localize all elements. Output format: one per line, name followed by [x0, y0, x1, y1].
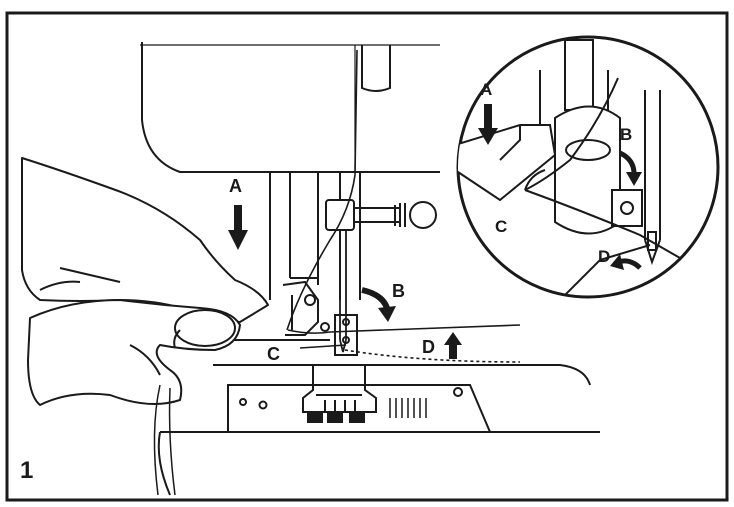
arrow-down-icon — [228, 205, 248, 250]
inset-curved-arrow-head — [626, 172, 642, 186]
inset-label-c: C — [495, 217, 507, 236]
presser-foot-icon — [302, 365, 377, 423]
inset-curved-arrow-d-head — [610, 254, 624, 270]
arrow-up-icon — [444, 332, 462, 359]
inset-label-a: A — [480, 80, 492, 99]
figure-number: 1 — [20, 457, 33, 484]
needle-plate — [157, 384, 600, 496]
inset-label-b: B — [620, 125, 632, 144]
inset-detail: A B C D — [456, 35, 720, 299]
needle-icon — [339, 230, 347, 353]
thread-tail — [153, 384, 176, 496]
inset-label-d: D — [598, 247, 610, 266]
label-a: A — [229, 176, 242, 196]
thread-path — [286, 49, 521, 363]
label-b: B — [392, 281, 405, 301]
hand-icon — [21, 157, 269, 406]
inset-arrow-down-icon — [478, 104, 498, 145]
curved-arrow-head — [378, 306, 396, 322]
label-c: C — [267, 344, 280, 364]
label-d: D — [422, 337, 435, 357]
